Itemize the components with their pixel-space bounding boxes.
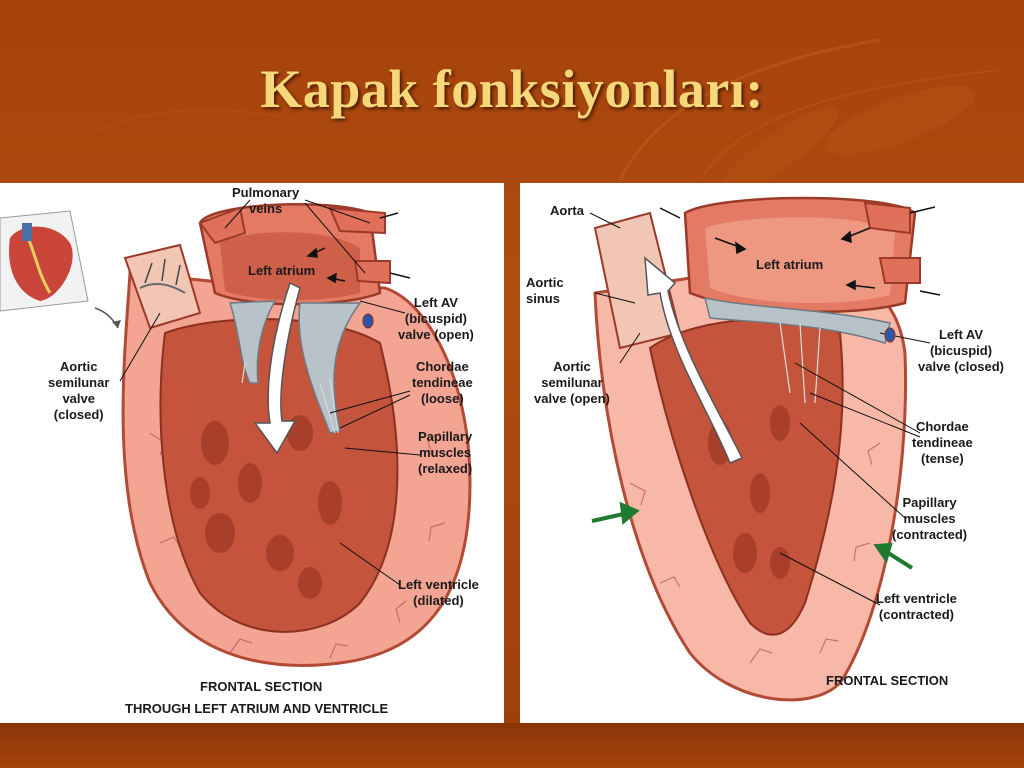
label-papillary-muscles-contracted: Papillary muscles (contracted) [892, 495, 968, 542]
caption-through-left-atrium: THROUGH LEFT ATRIUM AND VENTRICLE [125, 701, 389, 716]
caption-frontal-section: FRONTAL SECTION [200, 679, 323, 694]
label-pulmonary-veins: Pulmonary veins [232, 185, 300, 216]
label-chordae-tendineae-tense: Chordae tendineae (tense) [912, 419, 973, 466]
heart-illustration-left [0, 199, 472, 667]
label-left-ventricle-dilated: Left ventricle (dilated) [398, 577, 479, 608]
footer-band [0, 723, 1024, 768]
label-aortic-semilunar-closed: Aortic semilunar valve (closed) [48, 359, 110, 422]
label-aortic-semilunar-open: Aortic semilunar valve (open) [534, 359, 610, 406]
label-chordae-tendineae-loose: Chordae tendineae (loose) [412, 359, 473, 406]
diagram-left-diastole: Pulmonary veins Left atrium Left AV (bic… [0, 183, 504, 723]
label-left-atrium: Left atrium [248, 263, 316, 278]
caption-frontal-section-right: FRONTAL SECTION [826, 673, 949, 688]
label-aorta: Aorta [550, 203, 584, 218]
diagram-right-systole: Aorta Aortic sinus Left atrium Left AV (… [520, 183, 1024, 723]
heart-illustration-right [589, 196, 941, 702]
inset-heart-thumbnail [0, 210, 121, 329]
label-left-av-valve-closed: Left AV (bicuspid) valve (closed) [918, 327, 1004, 374]
label-aortic-sinus: Aortic sinus [526, 275, 564, 306]
label-left-av-valve-open: Left AV (bicuspid) valve (open) [398, 295, 474, 342]
label-left-ventricle-contracted: Left ventricle (contracted) [876, 591, 957, 622]
green-pressure-arrows [591, 501, 914, 570]
label-papillary-muscles-relaxed: Papillary muscles (relaxed) [418, 429, 473, 476]
slide-title: Kapak fonksiyonları: [260, 59, 764, 119]
label-left-atrium-right: Left atrium [756, 257, 824, 272]
